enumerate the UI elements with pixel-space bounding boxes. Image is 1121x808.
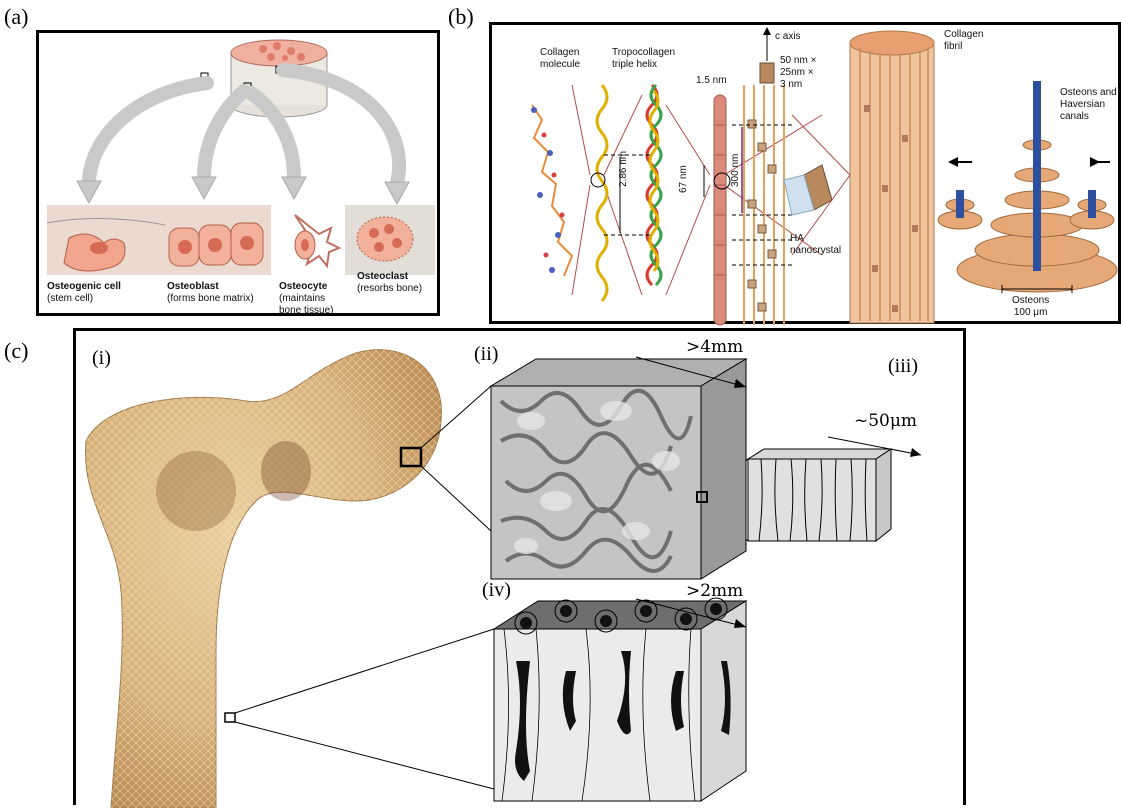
panel-a: Osteogenic cell (stem cell) Osteoblast (… — [36, 30, 440, 316]
panel-b: Collagen molecule Tropocollagen triple h… — [489, 22, 1121, 324]
label-osteons-line2: Haversian — [1060, 99, 1117, 111]
label-collagen-fibril-line2: fibril — [944, 41, 983, 53]
subpanel-i-label: (i) — [92, 347, 111, 370]
label-1-5-nm: 1.5 nm — [696, 75, 727, 87]
subpanel-iii-label: (iii) — [888, 355, 918, 378]
label-collagen-molecule: Collagen molecule — [540, 47, 580, 71]
label-ha-line2: nanocrystal — [790, 245, 841, 257]
subpanel-ii-label: (ii) — [474, 343, 498, 366]
label-osteons-line1: Osteons and — [1060, 87, 1117, 99]
label-tropocollagen: Tropocollagen triple helix — [612, 47, 675, 71]
subpanel-iv-label: (iv) — [482, 579, 511, 602]
panel-c-letter: (c) — [4, 338, 28, 364]
panel-c: (i) (ii) (iii) (iv) >4mm ~50μm >2mm — [73, 328, 966, 805]
label-tropocollagen-line1: Tropocollagen — [612, 47, 675, 59]
label-67-nm: 67 nm — [678, 165, 690, 193]
label-crystal-dims-1: 50 nm × — [780, 55, 816, 67]
label-collagen-molecule-line1: Collagen — [540, 47, 580, 59]
label-osteons-scale-1: Osteons — [1012, 295, 1049, 307]
label-tropocollagen-line2: triple helix — [612, 59, 675, 71]
cell-desc-osteoclast: (resorbs bone) — [357, 283, 422, 295]
cell-name-osteoclast: Osteoclast — [357, 271, 422, 283]
label-300-nm: 300 nm — [730, 154, 742, 187]
panel-a-letter: (a) — [4, 4, 28, 30]
label-crystal-dims-2: 25nm × — [780, 67, 816, 79]
scale-label-iv: >2mm — [686, 581, 743, 601]
cell-name-osteocyte: Osteocyte — [279, 281, 333, 293]
label-osteons-line3: canals — [1060, 111, 1117, 123]
cell-name-osteogenic: Osteogenic cell — [47, 281, 121, 293]
scale-label-ii: >4mm — [686, 337, 743, 357]
label-2-86-nm: 2.86 nm — [618, 151, 630, 187]
label-crystal-dims-3: 3 nm — [780, 79, 816, 91]
label-osteons-scale-2: 100 μm — [1012, 307, 1049, 319]
label-ha-line1: HA — [790, 233, 841, 245]
panel-b-letter: (b) — [448, 4, 474, 30]
cell-desc-osteogenic: (stem cell) — [47, 293, 121, 305]
cell-desc-osteocyte-1: (maintains — [279, 293, 333, 305]
cell-desc-osteocyte-2: bone tissue) — [279, 305, 333, 317]
panel-c-graphic — [76, 331, 969, 808]
label-ha-nanocrystal: HA nanocrystal — [790, 233, 841, 257]
cell-desc-osteoblast: (forms bone matrix) — [167, 293, 254, 305]
label-c-axis: c axis — [775, 31, 801, 43]
label-osteons-haversian: Osteons and Haversian canals — [1060, 87, 1117, 123]
cell-name-osteoblast: Osteoblast — [167, 281, 254, 293]
label-collagen-molecule-line2: molecule — [540, 59, 580, 71]
label-collagen-fibril-line1: Collagen — [944, 29, 983, 41]
label-crystal-dims: 50 nm × 25nm × 3 nm — [780, 55, 816, 91]
label-osteons-scale: Osteons 100 μm — [1012, 295, 1049, 319]
scale-label-iii: ~50μm — [854, 411, 917, 431]
label-collagen-fibril: Collagen fibril — [944, 29, 983, 53]
